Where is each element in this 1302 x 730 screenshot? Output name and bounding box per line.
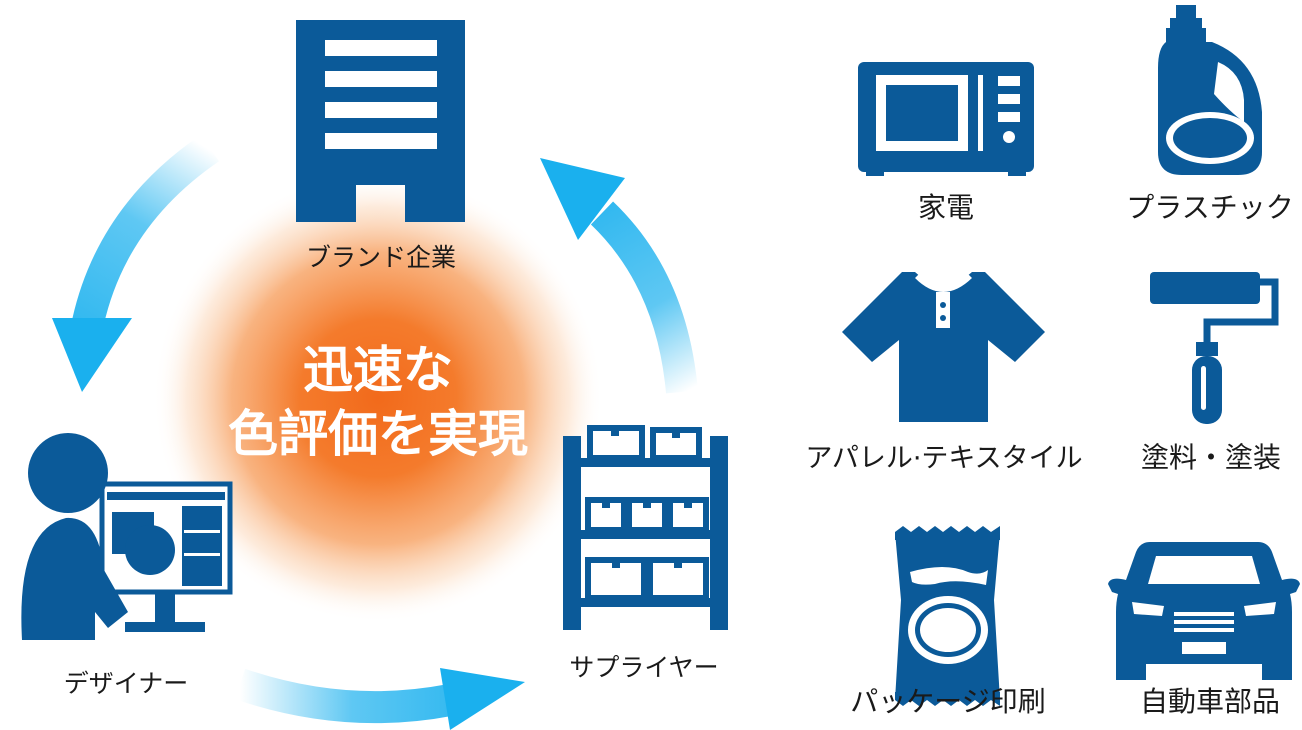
package-bag-icon xyxy=(895,526,1000,706)
center-line-1: 迅速な xyxy=(303,341,453,399)
supplier-label: サプライヤー xyxy=(569,653,719,682)
car-icon xyxy=(1108,542,1300,680)
cycle-arrow-right xyxy=(540,158,698,394)
center-message: 迅速な 色評価を実現 xyxy=(228,338,528,466)
cycle-arrow-left xyxy=(52,134,220,392)
supplier-shelf-icon xyxy=(563,425,728,630)
industry-paint-label: 塗料・塗装 xyxy=(1140,441,1282,474)
industry-packaging-label: パッケージ印刷 xyxy=(850,685,1046,718)
paint-roller-icon xyxy=(1150,272,1279,424)
bottle-icon xyxy=(1158,5,1262,175)
industry-apparel-label: アパレル·テキスタイル xyxy=(805,443,1083,474)
microwave-icon xyxy=(858,62,1034,176)
cycle-arrow-bottom xyxy=(234,668,525,730)
industry-plastic-label: プラスチック xyxy=(1126,191,1294,224)
center-line-2: 色評価を実現 xyxy=(228,405,528,463)
designer-icon xyxy=(21,433,233,640)
designer-label: デザイナー xyxy=(63,669,189,698)
industry-auto-label: 自動車部品 xyxy=(1139,685,1281,718)
industry-appliance-label: 家電 xyxy=(917,191,975,224)
building-icon xyxy=(296,20,465,222)
tshirt-icon xyxy=(842,272,1045,422)
brand-label: ブランド企業 xyxy=(305,243,457,272)
